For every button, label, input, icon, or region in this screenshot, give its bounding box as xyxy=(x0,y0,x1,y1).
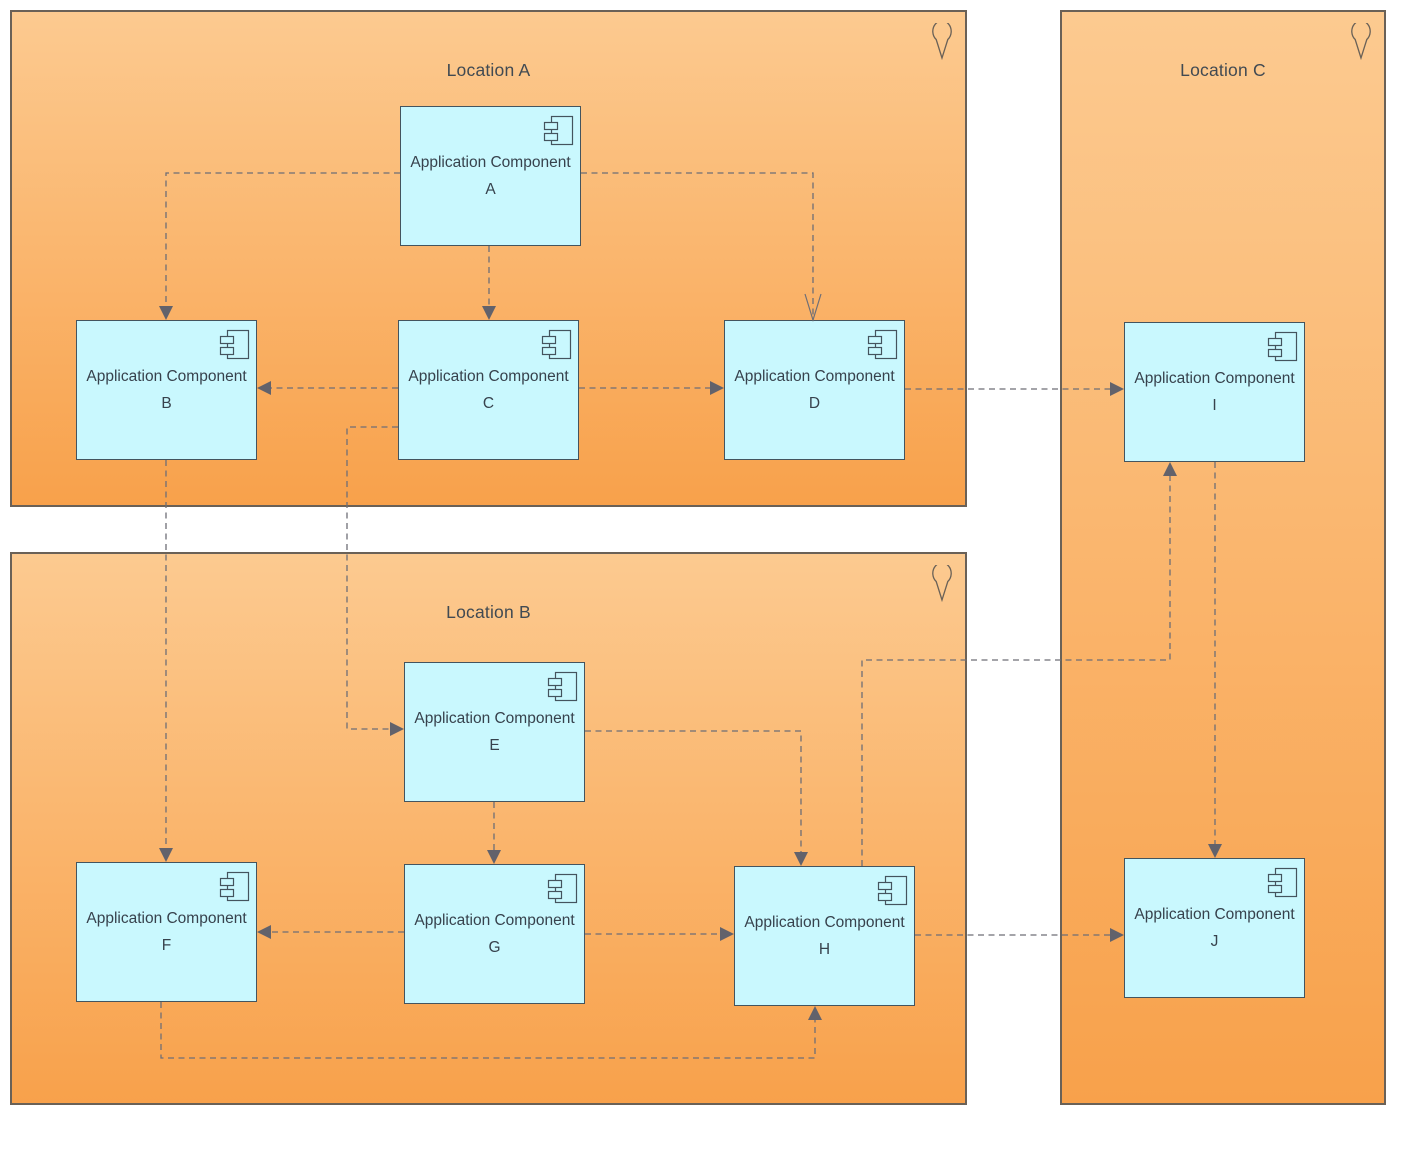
component-letter: H xyxy=(818,941,831,958)
location-title: Location C xyxy=(1180,60,1266,80)
location-title: Location A xyxy=(446,60,531,80)
location-pin-icon xyxy=(932,565,952,603)
uml-component-icon xyxy=(219,871,250,902)
component-label: Application Component xyxy=(1134,370,1295,387)
uml-component-icon xyxy=(547,671,578,702)
component-letter: I xyxy=(1212,397,1217,414)
component-letter: D xyxy=(808,395,821,412)
component-label: Application Component xyxy=(414,710,575,727)
component-letter: A xyxy=(485,181,496,198)
component-letter: F xyxy=(161,937,172,954)
component-label: Application Component xyxy=(408,368,569,385)
component-label: Application Component xyxy=(410,154,571,171)
location-pin-icon xyxy=(1351,23,1371,61)
location-pin-icon xyxy=(932,23,952,61)
uml-component-icon xyxy=(543,115,574,146)
component-label: Application Component xyxy=(744,914,905,931)
component-letter: E xyxy=(489,737,500,754)
component-letter: C xyxy=(482,395,495,412)
component-letter: J xyxy=(1210,933,1219,950)
location-title: Location B xyxy=(446,602,531,622)
component-label: Application Component xyxy=(86,910,247,927)
uml-component-icon xyxy=(867,329,898,360)
uml-component-icon xyxy=(547,873,578,904)
uml-component-icon xyxy=(1267,867,1298,898)
uml-component-icon xyxy=(219,329,250,360)
component-letter: B xyxy=(161,395,172,412)
component-letter: G xyxy=(488,939,501,956)
uml-component-icon xyxy=(1267,331,1298,362)
component-label: Application Component xyxy=(1134,906,1295,923)
location-container-b[interactable]: Location B xyxy=(10,552,967,1105)
component-label: Application Component xyxy=(414,912,575,929)
component-label: Application Component xyxy=(734,368,895,385)
uml-component-icon xyxy=(541,329,572,360)
component-label: Application Component xyxy=(86,368,247,385)
uml-component-icon xyxy=(877,875,908,906)
